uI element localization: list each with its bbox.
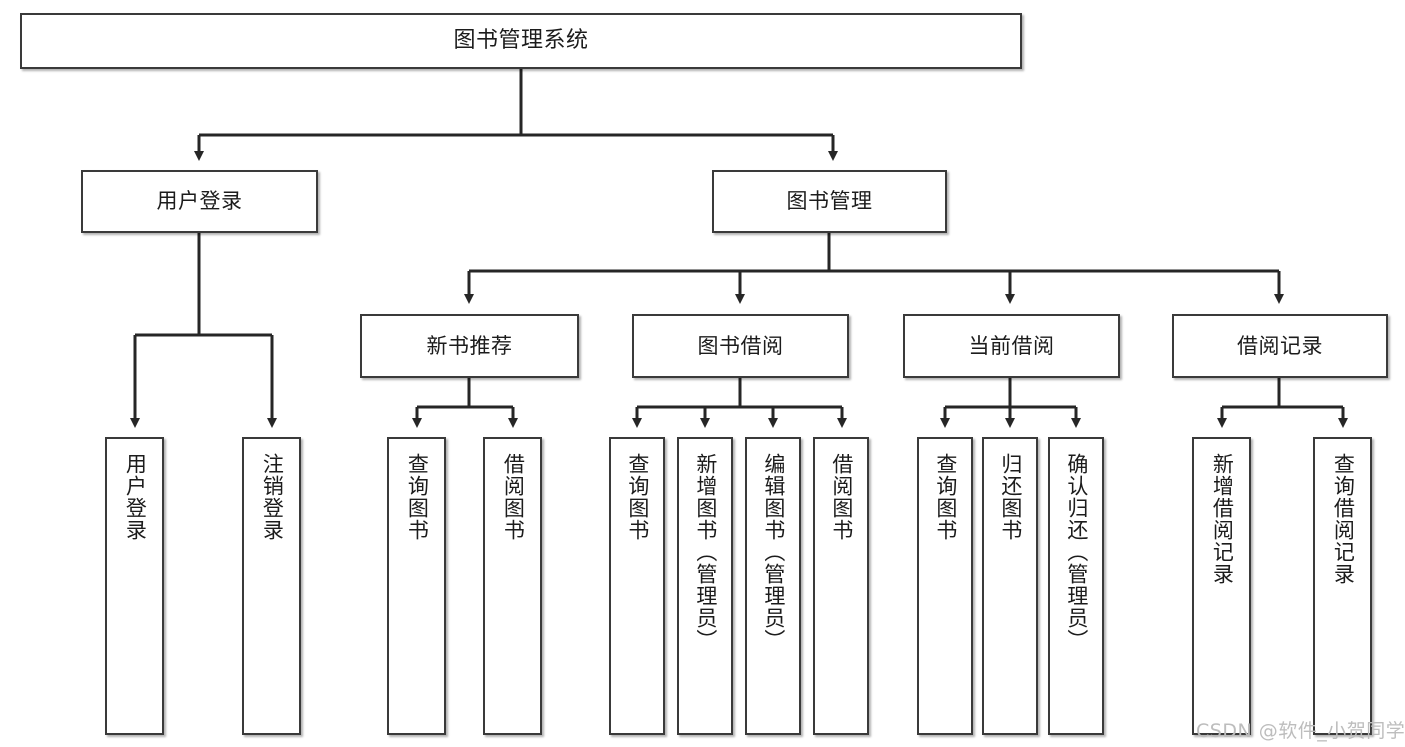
node-root-label: 图书管理系统 <box>453 28 589 54</box>
leaf-record-query-label: 查询借阅记录 <box>1331 453 1356 585</box>
leaf-borrow-edit-book[interactable]: 编辑图书（管理员） <box>745 437 801 735</box>
leaf-borrow-add-book-label: 新增图书（管理员） <box>693 453 718 651</box>
leaf-record-query[interactable]: 查询借阅记录 <box>1313 437 1372 735</box>
node-root[interactable]: 图书管理系统 <box>20 13 1022 69</box>
leaf-record-add[interactable]: 新增借阅记录 <box>1192 437 1251 735</box>
leaf-user-login-signin[interactable]: 用户登录 <box>105 437 164 735</box>
node-new-book-recommend-label: 新书推荐 <box>426 333 513 358</box>
node-book-management-label: 图书管理 <box>786 189 873 214</box>
leaf-borrow-add-book[interactable]: 新增图书（管理员） <box>677 437 733 735</box>
leaf-record-add-label: 新增借阅记录 <box>1210 453 1235 585</box>
node-new-book-recommend[interactable]: 新书推荐 <box>360 314 579 378</box>
leaf-user-login-signout-label: 注销登录 <box>260 453 285 541</box>
node-book-borrow[interactable]: 图书借阅 <box>632 314 849 378</box>
leaf-new-book-query[interactable]: 查询图书 <box>387 437 446 735</box>
leaf-new-book-borrow[interactable]: 借阅图书 <box>483 437 542 735</box>
node-current-borrow[interactable]: 当前借阅 <box>903 314 1120 378</box>
leaf-user-login-signout[interactable]: 注销登录 <box>242 437 301 735</box>
node-current-borrow-label: 当前借阅 <box>968 333 1055 358</box>
leaf-borrow-borrow-book[interactable]: 借阅图书 <box>813 437 869 735</box>
leaf-current-return-book[interactable]: 归还图书 <box>982 437 1038 735</box>
leaf-borrow-query-book[interactable]: 查询图书 <box>609 437 665 735</box>
leaf-user-login-signin-label: 用户登录 <box>123 453 148 541</box>
node-book-management[interactable]: 图书管理 <box>712 170 947 233</box>
leaf-new-book-query-label: 查询图书 <box>405 453 430 541</box>
node-user-login-label: 用户登录 <box>156 189 243 214</box>
leaf-current-query-book-label: 查询图书 <box>933 453 958 541</box>
node-user-login[interactable]: 用户登录 <box>81 170 318 233</box>
leaf-current-confirm-return-label: 确认归还（管理员） <box>1064 453 1089 651</box>
leaf-borrow-borrow-book-label: 借阅图书 <box>829 453 854 541</box>
leaf-current-return-book-label: 归还图书 <box>998 453 1023 541</box>
leaf-borrow-edit-book-label: 编辑图书（管理员） <box>761 453 786 651</box>
node-borrow-record-label: 借阅记录 <box>1237 333 1323 358</box>
node-borrow-record[interactable]: 借阅记录 <box>1172 314 1388 378</box>
leaf-current-confirm-return[interactable]: 确认归还（管理员） <box>1048 437 1104 735</box>
leaf-current-query-book[interactable]: 查询图书 <box>917 437 973 735</box>
leaf-borrow-query-book-label: 查询图书 <box>625 453 650 541</box>
csdn-watermark: CSDN @软件_小贺同学 <box>1196 720 1405 742</box>
node-book-borrow-label: 图书借阅 <box>697 333 784 358</box>
leaf-new-book-borrow-label: 借阅图书 <box>501 453 526 541</box>
